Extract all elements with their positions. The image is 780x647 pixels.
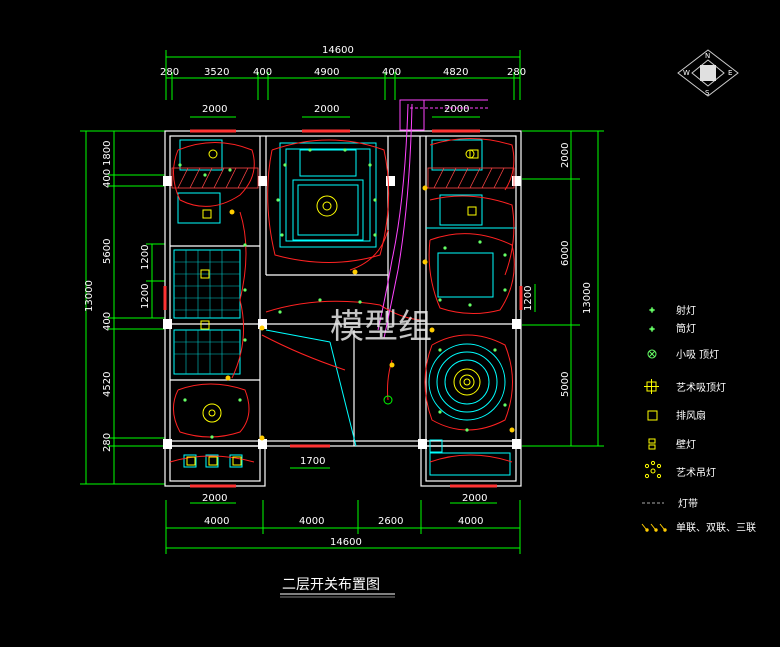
dim-top-window-1: 2000 [202,104,227,115]
right-dimensions [522,130,604,447]
legend-label-8: 灯带 [678,498,698,510]
legend-wall-lamp-icon [648,438,656,450]
dim-right-total: 13000 [582,282,593,314]
bottom-dimensions [165,467,521,554]
dim-top-part-6: 4820 [443,67,468,78]
dim-top-part-5: 400 [382,67,401,78]
dim-right-part-3: 5000 [560,372,571,397]
fixtures [186,149,481,466]
ceiling-features [173,139,516,476]
legend-art-chandelier-icon [644,460,662,479]
windows [163,129,523,488]
dim-bottom-part-2: 4000 [299,516,324,527]
dim-bottom-part-4: 4000 [458,516,483,527]
legend-label-5: 排风扇 [676,409,706,422]
legend-label-7: 艺术吊灯 [676,467,716,479]
legend-spot-light-icon [649,307,655,313]
dim-left-total: 13000 [84,280,95,312]
dim-left-part-5: 4520 [102,372,113,397]
legend-label-2: 筒灯 [676,322,696,335]
dim-right-inner: 1200 [523,286,534,311]
dim-mid-window: 1700 [300,456,325,467]
dim-top-part-7: 280 [507,67,526,78]
wiring-runs [169,138,515,463]
legend-label-3: 小吸 顶灯 [676,349,719,361]
top-dimensions [165,50,521,118]
columns [163,176,521,449]
dim-left-part-3: 5600 [102,239,113,264]
dim-right-part-1: 2000 [560,143,571,168]
dim-left-inner-2: 1200 [140,284,151,309]
dim-bottom-window-1: 2000 [202,493,227,504]
dim-right-part-2: 6000 [560,241,571,266]
dim-top-part-3: 400 [253,67,272,78]
spot-lights [178,148,507,439]
hatched-wardrobes [171,167,515,189]
legend-label-9: 单联、双联、三联 [676,522,756,534]
compass-n: N [705,52,710,60]
legend-art-ceiling-light-icon [644,379,659,394]
compass-s: S [705,89,710,97]
dim-bottom-window-2: 2000 [462,493,487,504]
legend-exhaust-fan-icon [647,410,658,421]
legend-down-light-icon [649,326,655,332]
compass-e: E [728,69,732,77]
compass-icon: N S E W [677,49,739,97]
dim-left-part-1: 1800 [102,141,113,166]
legend-switch-icon [641,523,667,532]
dim-top-part-1: 280 [160,67,179,78]
dim-top-part-2: 3520 [204,67,229,78]
legend-label-1: 射灯 [676,305,696,317]
dim-top-window-3: 2000 [444,104,469,115]
dim-left-inner-1: 1200 [140,245,151,270]
dim-bottom-part-3: 2600 [378,516,403,527]
dim-left-part-4: 400 [102,312,113,331]
dim-bottom-part-1: 4000 [204,516,229,527]
dim-top-window-2: 2000 [314,104,339,115]
watermark: 模型组 [330,307,432,347]
legend-label-4: 艺术吸顶灯 [676,382,726,394]
dim-top-total: 14600 [322,45,354,56]
legend: 射灯 筒灯 小吸 顶灯 艺术吸顶灯 排风扇 壁灯 艺术吊灯 灯带 [641,305,756,534]
switches [225,185,515,441]
riser-lines [377,99,488,339]
compass-w: W [683,69,690,77]
left-dimensions [80,130,165,485]
dim-bottom-total: 14600 [330,537,362,548]
dim-left-part-2: 400 [102,169,113,188]
dim-top-part-4: 4900 [314,67,339,78]
tiled-bathrooms [174,250,240,374]
legend-label-6: 壁灯 [676,438,696,451]
dim-left-part-6: 280 [102,433,113,452]
drawing-title: 二层开关布置图 [282,577,380,593]
legend-small-ceiling-light-icon [647,349,657,359]
